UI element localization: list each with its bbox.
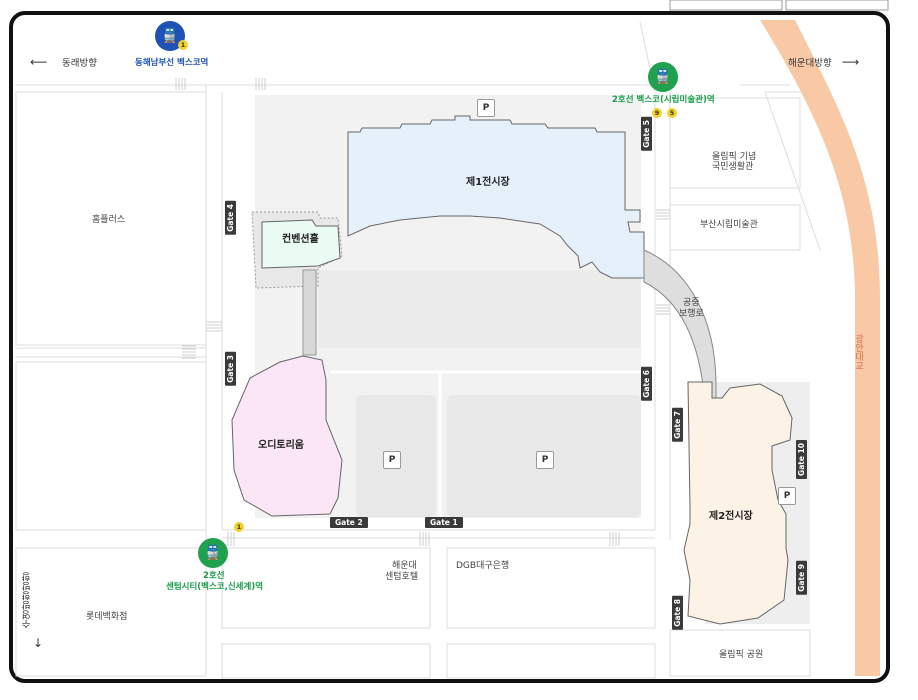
olympic-memorial-label: 올림픽 기념 xyxy=(712,152,757,162)
gate-3[interactable]: Gate 3 xyxy=(225,352,236,386)
station-centum-line: 2호선 xyxy=(203,571,225,581)
walkway-label-2: 보행로 xyxy=(679,309,704,319)
direction-south: 수영방향방향 xyxy=(22,572,33,629)
line-badge: 1 xyxy=(178,40,188,50)
block-homeplus xyxy=(15,91,207,346)
block-olympic-memorial xyxy=(669,97,801,189)
gate-10[interactable]: Gate 10 xyxy=(796,440,807,479)
parking-icon[interactable]: P xyxy=(477,99,495,117)
museum-label: 부산시립미술관 xyxy=(700,220,758,230)
block-haeundae-center xyxy=(221,547,431,629)
homeplus-label: 홈플러스 xyxy=(92,215,126,225)
hall2-label[interactable]: 제2전시장 xyxy=(709,511,753,522)
lotte-label: 롯데백화점 xyxy=(86,612,128,622)
block-lotte xyxy=(15,547,207,677)
station-bexco-line2[interactable]: 2호선 벡스코(시립미술관)역 xyxy=(612,95,715,105)
parking-icon[interactable]: P xyxy=(383,451,401,469)
arrow-right-icon: ⟶ xyxy=(842,55,860,69)
convention-building xyxy=(261,219,341,269)
haeundae-center-label-2: 센텀호텔 xyxy=(385,572,419,582)
tab-frame xyxy=(785,0,889,11)
arrow-down-icon: ↓ xyxy=(33,636,44,650)
bridge-label: 광안대교 xyxy=(853,334,863,370)
haeundae-center-label: 해운대 xyxy=(392,561,417,571)
parking-icon[interactable]: P xyxy=(778,487,796,505)
arrow-left-icon: ⟵ xyxy=(30,55,48,69)
exit-badge: 5 xyxy=(667,108,677,118)
gate-5[interactable]: Gate 5 xyxy=(641,117,652,151)
exit-badge: 1 xyxy=(234,522,244,532)
auditorium-label[interactable]: 오디토리움 xyxy=(258,440,304,451)
dgb-label: DGB대구은행 xyxy=(456,561,510,571)
block-olympic-park xyxy=(669,629,811,677)
olympic-park-label: 올림픽 공원 xyxy=(719,650,764,660)
train-icon[interactable]: 🚆 xyxy=(648,62,678,92)
train-icon[interactable]: 🚆 xyxy=(198,538,228,568)
parking-icon[interactable]: P xyxy=(536,451,554,469)
gate-1[interactable]: Gate 1 xyxy=(425,517,463,528)
station-bexco-donghae[interactable]: 동해남부선 벡스코역 xyxy=(135,58,209,68)
olympic-memorial-label-2: 국민생활관 xyxy=(712,162,754,172)
gate-7[interactable]: Gate 7 xyxy=(672,408,683,442)
convention-label[interactable]: 컨벤션홀 xyxy=(282,234,319,245)
auditorium-building xyxy=(231,355,343,517)
block-dgb xyxy=(446,547,656,629)
direction-east: 해운대방향 xyxy=(788,58,832,69)
block-left-mid xyxy=(15,361,207,531)
hall1-building xyxy=(347,115,645,279)
block-museum xyxy=(669,204,801,251)
exit-badge: 9 xyxy=(652,108,662,118)
bridge-road xyxy=(760,20,880,676)
hall1-label[interactable]: 제1전시장 xyxy=(466,177,510,188)
gate-8[interactable]: Gate 8 xyxy=(672,596,683,630)
gate-9[interactable]: Gate 9 xyxy=(796,561,807,595)
tab-frame xyxy=(669,0,783,11)
direction-west: 동래방향 xyxy=(62,58,97,69)
gate-2[interactable]: Gate 2 xyxy=(330,517,368,528)
walkway-label: 공중 xyxy=(683,298,700,308)
station-centum-city[interactable]: 센텀시티(벡스코,신세계)역 xyxy=(166,582,264,592)
gate-6[interactable]: Gate 6 xyxy=(641,367,652,401)
hall2-building xyxy=(683,381,793,625)
gate-4[interactable]: Gate 4 xyxy=(225,201,236,235)
